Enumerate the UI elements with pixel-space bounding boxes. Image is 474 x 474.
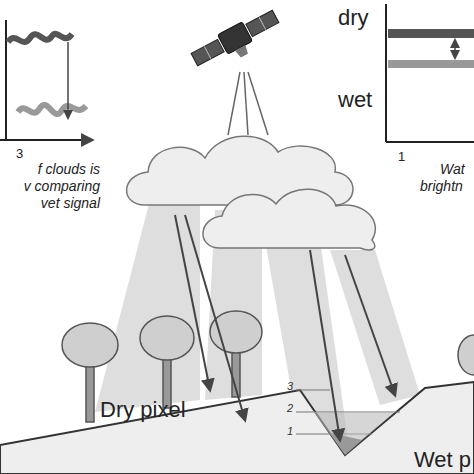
pixel-label: Dry pixel [100,398,186,422]
pixel-label: Wet p [414,448,471,472]
level-number: 1 [287,425,293,437]
axis-label: dry [338,6,369,30]
level-number: 3 [287,380,293,392]
axis-label: wet [338,88,372,112]
axis-number: 1 [398,150,405,164]
left-chart [0,20,92,140]
caption-text: vet signal [41,196,100,211]
right-chart [386,4,474,142]
axis-number: 3 [16,147,23,161]
satellite [189,7,285,78]
level-number: 2 [287,402,293,414]
caption-text: brightn [420,179,463,194]
caption-text: Wat [440,162,465,177]
caption-text: v comparing [24,179,100,194]
caption-text: f clouds is [38,162,100,177]
satellite-beam [228,72,268,135]
clouds [127,136,376,250]
trees [62,311,474,422]
